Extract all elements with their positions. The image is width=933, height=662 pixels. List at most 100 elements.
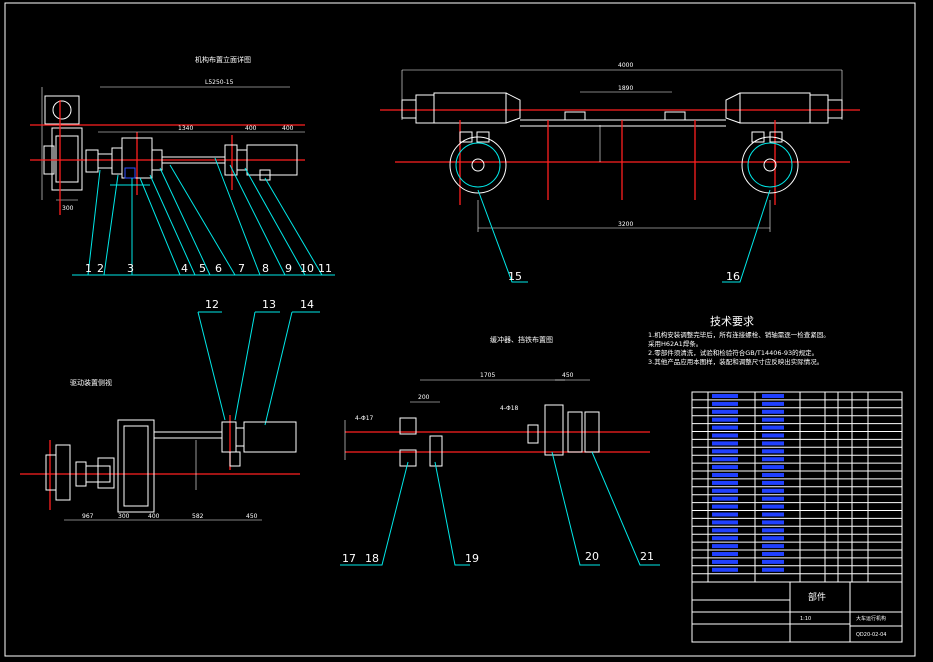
dim-bottom-left-c: 400 [148, 513, 160, 520]
label-17: 17 [342, 552, 356, 565]
parts-row-name [762, 504, 784, 509]
parts-row-code [712, 528, 738, 533]
label-14: 14 [300, 298, 314, 311]
parts-row-code [712, 394, 738, 398]
title-block-scale: 1:10 [800, 616, 811, 622]
dim-top-right-span: 3200 [618, 221, 633, 228]
parts-row-code [712, 449, 738, 454]
parts-row-code [712, 559, 738, 564]
parts-row-code [712, 465, 738, 470]
dim-bottom-mid-d1: 4-Φ17 [355, 415, 374, 422]
parts-row-code [712, 567, 738, 572]
tech-req-2: 采用H62A1焊条。 [648, 339, 702, 348]
dim-bottom-left-b: 300 [118, 513, 130, 520]
parts-row-name [762, 567, 784, 572]
parts-row-name [762, 496, 784, 501]
parts-row-name [762, 544, 784, 549]
label-12: 12 [205, 298, 219, 311]
label-1: 1 [85, 262, 92, 275]
parts-row-name [762, 394, 784, 398]
parts-row-code [712, 441, 738, 446]
label-20: 20 [585, 550, 599, 563]
label-7: 7 [238, 262, 245, 275]
parts-row-name [762, 457, 784, 462]
parts-row-name [762, 552, 784, 556]
parts-row-code [712, 520, 738, 525]
top-right-view: 4000 1890 [380, 62, 860, 283]
dim-top-right-mid: 1890 [618, 85, 633, 92]
parts-row-name [762, 559, 784, 564]
tech-requirements: 技术要求 1.机构安装调整完毕后，所有连接螺栓、销轴需逐一检查紧固。 采用H62… [648, 315, 830, 366]
tech-req-4: 3.其他产品应用本图样，装配和调整尺寸应反映出实际情况。 [648, 357, 823, 366]
parts-row-name [762, 536, 784, 541]
parts-row-name [762, 401, 784, 406]
parts-row-code [712, 401, 738, 406]
title-block-project: 大车运行机构 [856, 615, 886, 622]
label-19: 19 [465, 552, 479, 565]
bottom-middle-view-title: 缓冲器、挡铁布置图 [490, 335, 553, 344]
parts-list [691, 391, 903, 583]
label-8: 8 [262, 262, 269, 275]
parts-row-name [762, 512, 784, 517]
parts-row-code [712, 536, 738, 541]
title-block: 部件 大车运行机构 QD20-02-04 1:10 [691, 581, 903, 643]
parts-row-code [712, 480, 738, 485]
parts-row-name [762, 425, 784, 430]
label-21: 21 [640, 550, 654, 563]
label-13: 13 [262, 298, 276, 311]
parts-row-name [762, 480, 784, 485]
parts-row-name [762, 441, 784, 446]
label-4: 4 [181, 262, 188, 275]
parts-row-name [762, 488, 784, 493]
title-block-drawing-no: QD20-02-04 [856, 632, 886, 638]
label-11: 11 [318, 262, 332, 275]
parts-row-name [762, 465, 784, 470]
parts-row-code [712, 473, 738, 477]
parts-row-code [712, 552, 738, 556]
dim-bottom-left-d: 582 [192, 513, 204, 520]
label-10: 10 [300, 262, 314, 275]
parts-row-code [712, 433, 738, 438]
label-15: 15 [508, 270, 522, 283]
dim-bottom-mid-b: 450 [562, 372, 574, 379]
parts-row-code [712, 425, 738, 430]
dim-top-left-a: 1340 [178, 125, 193, 132]
parts-row-code [712, 409, 738, 414]
parts-row-code [712, 488, 738, 493]
drawing-frame [4, 2, 916, 657]
bottom-left-view-title: 驱动装置侧视 [70, 378, 112, 387]
bottom-middle-view: 缓冲器、挡铁布置图 1705 450 200 4-Φ17 4-Φ18 17 18… [340, 335, 660, 566]
label-18: 18 [365, 552, 379, 565]
dim-bottom-mid-c: 200 [418, 394, 430, 401]
parts-row-name [762, 528, 784, 533]
label-2: 2 [97, 262, 104, 275]
label-3: 3 [127, 262, 134, 275]
parts-row-code [712, 457, 738, 462]
dim-bottom-left-e: 450 [246, 513, 258, 520]
tech-req-title: 技术要求 [710, 315, 754, 328]
dim-top-left-d: 300 [62, 205, 74, 212]
dim-bottom-left-a: 967 [82, 513, 94, 520]
label-16: 16 [726, 270, 740, 283]
dim-top-left-b: 400 [245, 125, 257, 132]
parts-row-code [712, 504, 738, 509]
dim-rail: L5250-15 [205, 79, 234, 86]
tech-req-1: 1.机构安装调整完毕后，所有连接螺栓、销轴需逐一检查紧固。 [648, 330, 830, 339]
label-6: 6 [215, 262, 222, 275]
dim-bottom-mid-d2: 4-Φ18 [500, 405, 519, 412]
parts-row-name [762, 409, 784, 414]
label-5: 5 [199, 262, 206, 275]
dim-bottom-mid-a: 1705 [480, 372, 495, 379]
parts-row-name [762, 433, 784, 438]
parts-row-name [762, 449, 784, 454]
dim-top-left-c: 400 [282, 125, 294, 132]
parts-row-code [712, 417, 738, 422]
label-9: 9 [285, 262, 292, 275]
parts-row-name [762, 417, 784, 422]
top-left-view-title: 机构布置立面详图 [195, 55, 251, 64]
title-block-drawing-name: 部件 [808, 591, 826, 603]
parts-row-name [762, 473, 784, 477]
dim-top-right-overall: 4000 [618, 62, 633, 69]
tech-req-3: 2.零部件须清洗，试验和检验符合GB/T14406-93的规定。 [648, 348, 818, 357]
